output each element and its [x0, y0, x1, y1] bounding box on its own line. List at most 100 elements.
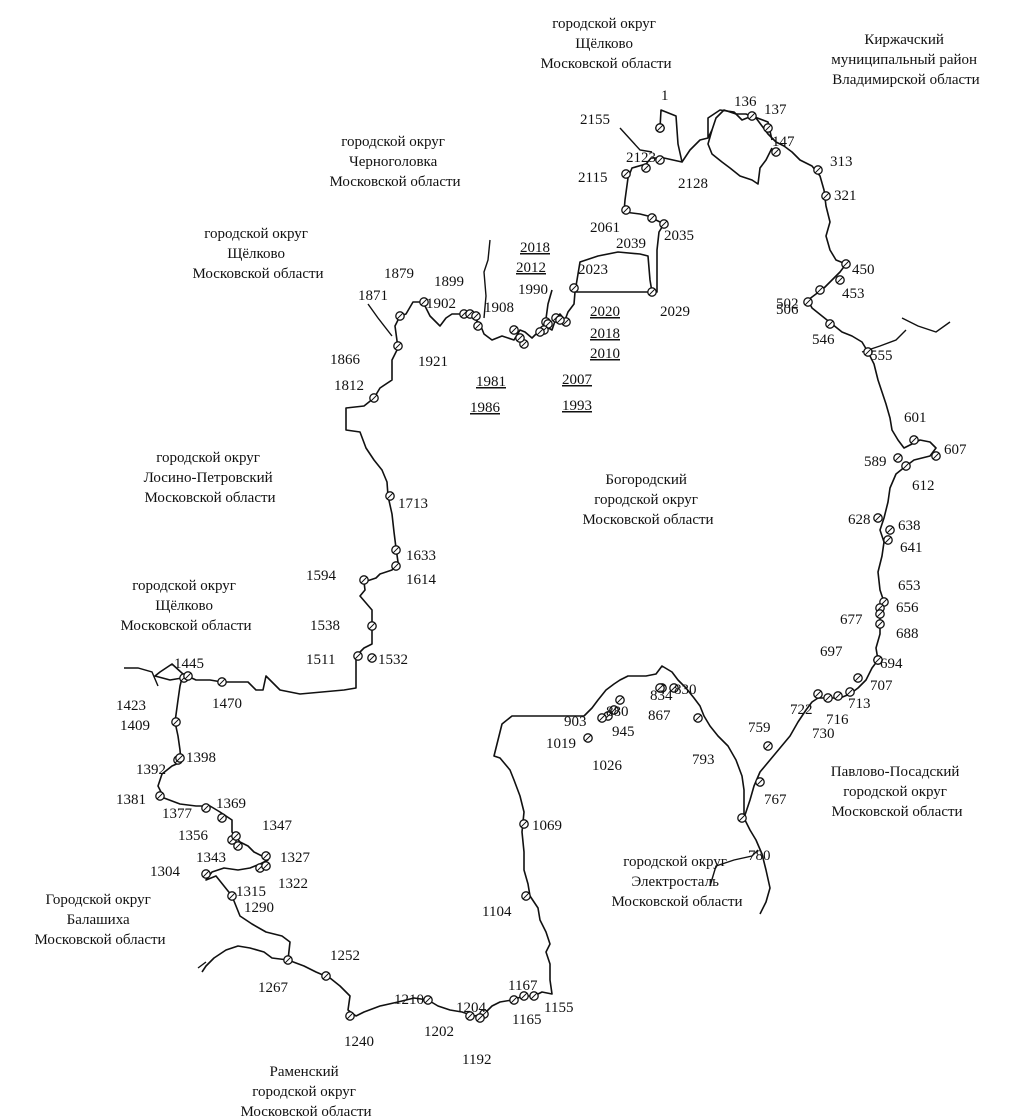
boundary-point-marker-tick: [622, 206, 630, 214]
boundary-point-label: 601: [904, 410, 927, 426]
boundary-point-marker-tick: [804, 298, 812, 306]
boundary-point-label: 147: [772, 134, 795, 150]
boundary-point-marker-tick: [864, 348, 872, 356]
boundary-point-label: 945: [612, 724, 635, 740]
boundary-point-marker-tick: [368, 622, 376, 630]
boundary-point-marker-tick: [202, 870, 210, 878]
boundary-point-label: 506: [776, 302, 799, 318]
boundary-point-label: 2018: [520, 240, 550, 256]
boundary-point-label: 716: [826, 712, 849, 728]
boundary-point-label: 1908: [484, 300, 514, 316]
boundary-point-marker-tick: [202, 804, 210, 812]
boundary-point-marker-tick: [764, 742, 772, 750]
boundary-point-marker-tick: [876, 610, 884, 618]
boundary-point-marker-tick: [232, 832, 240, 840]
boundary-point-marker-tick: [386, 492, 394, 500]
boundary-point-label: 830: [674, 682, 697, 698]
region-label-balashikha: Городской округ Балашиха Московской обла…: [34, 892, 165, 948]
boundary-point-marker-tick: [842, 260, 850, 268]
boundary-point-label: 780: [748, 848, 771, 864]
boundary-point-marker-tick: [748, 112, 756, 120]
boundary-point-label: 1343: [196, 850, 226, 866]
boundary-point-label: 1398: [186, 750, 216, 766]
boundary-point-label: 677: [840, 612, 863, 628]
boundary-point-label: 1993: [562, 398, 592, 414]
region-label-shchelkovo-north: городской округ Щёлково Московской облас…: [540, 16, 671, 72]
boundary-point-marker-tick: [694, 714, 702, 722]
boundary-point-label: 1470: [212, 696, 242, 712]
boundary-point-marker-tick: [598, 714, 606, 722]
boundary-point-label: 2020: [590, 304, 620, 320]
boundary-point-marker-tick: [466, 310, 474, 318]
boundary-point-markers: [155, 111, 941, 1023]
boundary-point-label: 867: [648, 708, 671, 724]
region-label-kirzhach: Киржачский муниципальный район Владимирс…: [831, 32, 981, 88]
boundary-point-marker-tick: [370, 394, 378, 402]
boundary-point-marker-tick: [368, 654, 376, 662]
boundary-point-label: 1538: [310, 618, 340, 634]
boundary-point-label: 903: [564, 714, 587, 730]
boundary-point-label: 1267: [258, 980, 289, 996]
boundary-point-marker-tick: [616, 696, 624, 704]
boundary-point-marker-tick: [738, 814, 746, 822]
boundary-point-marker-tick: [218, 814, 226, 822]
boundary-point-label: 555: [870, 348, 893, 364]
region-label-bogorodsky: Богородский городской округ Московской о…: [582, 472, 713, 528]
boundary-point-marker-tick: [394, 342, 402, 350]
boundary-point-marker-tick: [814, 166, 822, 174]
boundary-point-marker-tick: [656, 156, 664, 164]
boundary-point-label: 722: [790, 702, 813, 718]
boundary-point-label: 1381: [116, 792, 146, 808]
boundary-point-marker-tick: [822, 192, 830, 200]
boundary-point-label: 1812: [334, 378, 364, 394]
district-boundary-line-south: [287, 665, 771, 1017]
boundary-point-marker-tick: [642, 164, 650, 172]
boundary-point-marker-tick: [530, 992, 538, 1000]
region-label-pavlovo-posadsky: Павлово-Посадский городской округ Москов…: [831, 764, 963, 820]
boundary-point-label: 1614: [406, 572, 437, 588]
boundary-point-label: 1713: [398, 496, 428, 512]
boundary-point-label: 2035: [664, 228, 694, 244]
boundary-point-marker-tick: [932, 452, 940, 460]
boundary-point-label: 638: [898, 518, 921, 534]
region-label-ramensky: Раменский городской округ Московской обл…: [240, 1064, 371, 1117]
boundary-point-marker-tick: [510, 996, 518, 1004]
boundary-point-label: 1240: [344, 1034, 374, 1050]
boundary-point-marker-tick: [354, 652, 362, 660]
boundary-point-label: 759: [748, 720, 771, 736]
boundary-point-label: 767: [764, 792, 787, 808]
boundary-point-label: 2029: [660, 304, 690, 320]
boundary-point-label: 1026: [592, 758, 623, 774]
boundary-point-label: 2115: [578, 170, 607, 186]
boundary-point-label: 713: [848, 696, 871, 712]
region-label-elektrostal: городской округ Электросталь Московской …: [611, 854, 742, 910]
boundary-point-marker-tick: [516, 334, 524, 342]
boundary-point-marker-tick: [610, 706, 618, 714]
boundary-point-marker-tick: [648, 288, 656, 296]
boundary-point-marker-tick: [322, 972, 330, 980]
region-labels: городской округ Щёлково Московской облас…: [34, 16, 981, 1117]
boundary-point-label: 653: [898, 578, 921, 594]
boundary-point-label: 1019: [546, 736, 576, 752]
boundary-point-label: 502: [776, 296, 799, 312]
boundary-point-marker-tick: [764, 124, 772, 132]
boundary-point-label: 1986: [470, 400, 501, 416]
boundary-point-label: 2155: [580, 112, 610, 128]
boundary-point-label: 1594: [306, 568, 337, 584]
boundary-point-marker-tick: [836, 276, 844, 284]
boundary-point-label: 880: [606, 704, 629, 720]
boundary-point-label: 1252: [330, 948, 360, 964]
boundary-point-label: 1347: [262, 818, 293, 834]
boundary-point-label: 2039: [616, 236, 646, 252]
boundary-point-marker-tick: [584, 734, 592, 742]
boundary-point-marker-tick: [284, 956, 292, 964]
boundary-point-label: 656: [896, 600, 919, 616]
boundary-point-label: 1167: [508, 978, 538, 994]
boundary-point-marker-tick: [520, 340, 528, 348]
boundary-point-label: 1322: [278, 876, 308, 892]
boundary-point-label: 1356: [178, 828, 209, 844]
boundary-point-marker-tick: [156, 792, 164, 800]
boundary-point-label: 2123: [626, 150, 656, 166]
boundary-point-label: 2018: [590, 326, 620, 342]
boundary-point-marker-tick: [234, 842, 242, 850]
